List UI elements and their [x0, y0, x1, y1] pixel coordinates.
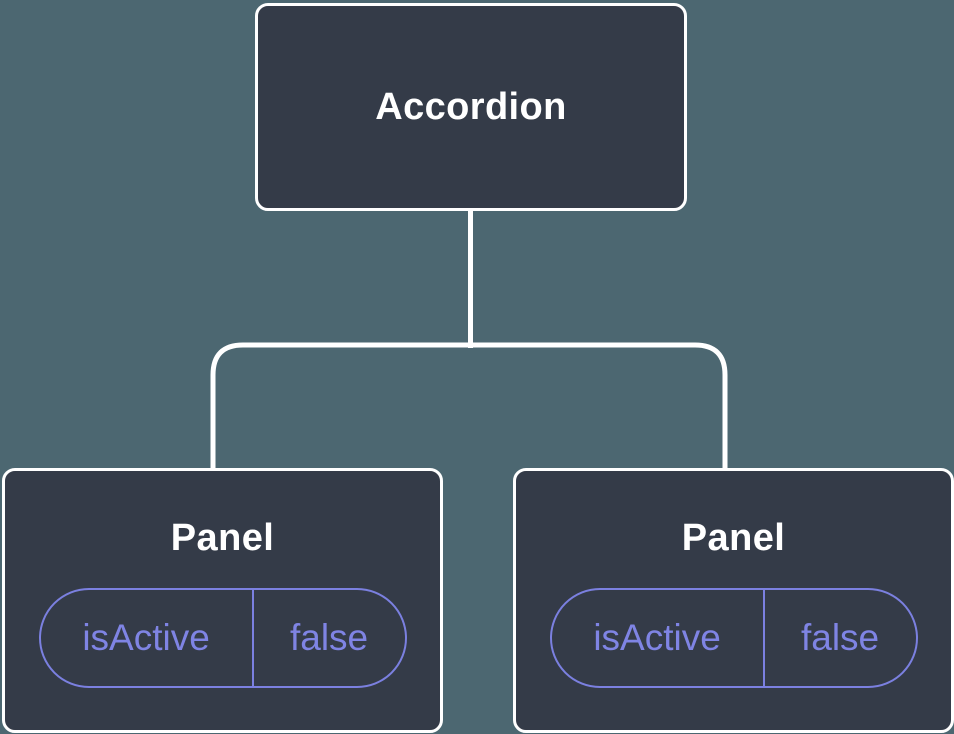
prop-pill-left: isActive false — [38, 588, 407, 688]
prop-name-label: isActive — [552, 590, 765, 686]
node-panel-left: Panel isActive false — [2, 468, 443, 733]
node-panel-right: Panel isActive false — [513, 468, 954, 733]
node-panel-left-label: Panel — [170, 517, 275, 559]
prop-value-label: false — [289, 617, 369, 658]
prop-pill-right: isActive false — [549, 588, 918, 688]
connector-branch-bracket — [210, 342, 728, 470]
node-panel-right-label: Panel — [681, 517, 786, 559]
prop-name-label: isActive — [41, 590, 254, 686]
node-accordion: Accordion — [255, 3, 687, 211]
prop-value-label: false — [800, 617, 880, 658]
node-accordion-label: Accordion — [375, 85, 567, 128]
